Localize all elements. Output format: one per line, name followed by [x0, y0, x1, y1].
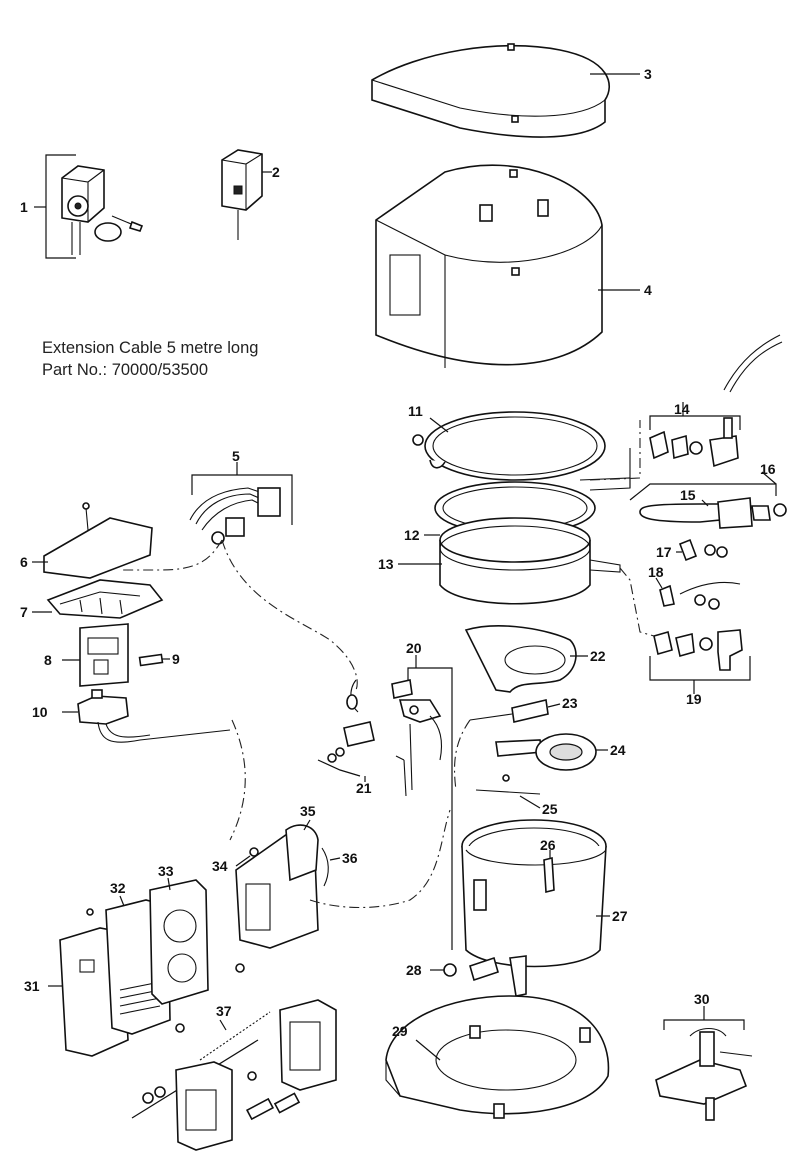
callout-17: 17 — [656, 544, 672, 560]
callout-36: 36 — [342, 850, 358, 866]
part-14-outlet-fittings — [629, 402, 741, 488]
callout-19: 19 — [686, 691, 702, 707]
part-13-water-container — [398, 517, 621, 605]
part-4-outer-casing — [375, 164, 640, 368]
callout-18: 18 — [648, 564, 664, 580]
callout-16: 16 — [760, 461, 776, 477]
part-16-heating-element-assembly — [629, 471, 787, 529]
part-37-flue-terminal — [131, 999, 337, 1151]
callout-12: 12 — [404, 527, 420, 543]
callout-28: 28 — [406, 962, 422, 978]
part-23-injector — [469, 699, 561, 723]
part-10-igniter — [62, 689, 231, 743]
callout-32: 32 — [110, 880, 126, 896]
callout-6: 6 — [20, 554, 28, 570]
callout-29: 29 — [392, 1023, 408, 1039]
callout-23: 23 — [562, 695, 578, 711]
callout-25: 25 — [542, 801, 558, 817]
callout-34: 34 — [212, 858, 228, 874]
part-34-screw — [235, 847, 259, 867]
callout-5: 5 — [232, 448, 240, 464]
part-29-base-plate — [385, 995, 610, 1119]
callout-2: 2 — [272, 164, 280, 180]
part-35-flue-duct — [235, 819, 319, 949]
part-28-screw — [430, 955, 527, 997]
callout-4: 4 — [644, 282, 652, 298]
part-17-washers — [676, 538, 728, 562]
callout-13: 13 — [378, 556, 394, 572]
cable-routes — [120, 420, 641, 908]
part-20-electrode-assembly — [391, 655, 453, 950]
part-30-gas-tap — [655, 1006, 753, 1121]
part-22-baffle — [464, 625, 588, 693]
callout-11: 11 — [408, 403, 423, 419]
callout-33: 33 — [158, 863, 174, 879]
extension-cable-part-number: Part No.: 70000/53500 — [42, 361, 209, 379]
part-19-inlet-fittings — [619, 567, 751, 694]
callout-31: 31 — [24, 978, 40, 994]
extension-cable-note: Extension Cable 5 metre long Part No.: 7… — [42, 337, 258, 381]
part-7-panel-base — [32, 579, 164, 619]
part-6-panel-cover — [32, 502, 153, 579]
callout-labels: 1 2 3 4 5 6 7 8 9 10 11 12 13 14 15 16 1… — [20, 66, 776, 1039]
part-11-heating-ring — [412, 411, 631, 491]
part-2-switch — [221, 149, 272, 240]
callout-14: 14 — [674, 401, 690, 417]
callout-22: 22 — [590, 648, 606, 664]
part-36-seal — [321, 847, 341, 887]
part-5-wiring-harness — [189, 462, 293, 545]
callout-9: 9 — [172, 651, 180, 667]
gas-hose — [723, 334, 783, 393]
callout-8: 8 — [44, 652, 52, 668]
callout-35: 35 — [300, 803, 316, 819]
callout-27: 27 — [612, 908, 628, 924]
callout-30: 30 — [694, 991, 710, 1007]
part-25-electrode — [475, 774, 541, 809]
part-24-burner — [495, 733, 608, 771]
callout-37: 37 — [216, 1003, 232, 1019]
callout-20: 20 — [406, 640, 422, 656]
part-1-control-switch — [34, 154, 144, 259]
part-33-flue-plate — [86, 877, 245, 1033]
callout-21: 21 — [356, 780, 372, 796]
callout-24: 24 — [610, 742, 626, 758]
callout-26: 26 — [540, 837, 556, 853]
callout-10: 10 — [32, 704, 48, 720]
part-21-pressure-switch — [317, 679, 407, 797]
part-18-bracket — [655, 577, 741, 610]
part-8-circuit-board — [62, 623, 129, 687]
callout-3: 3 — [644, 66, 652, 82]
callout-1: 1 — [20, 199, 28, 215]
part-9-fuse — [138, 653, 170, 667]
part-26-deflector — [543, 850, 555, 894]
part-3-cover-lid — [371, 43, 640, 138]
callout-7: 7 — [20, 604, 28, 620]
callout-15: 15 — [680, 487, 696, 503]
part-27-combustion-chamber — [461, 819, 610, 968]
extension-cable-description: Extension Cable 5 metre long — [42, 339, 259, 357]
